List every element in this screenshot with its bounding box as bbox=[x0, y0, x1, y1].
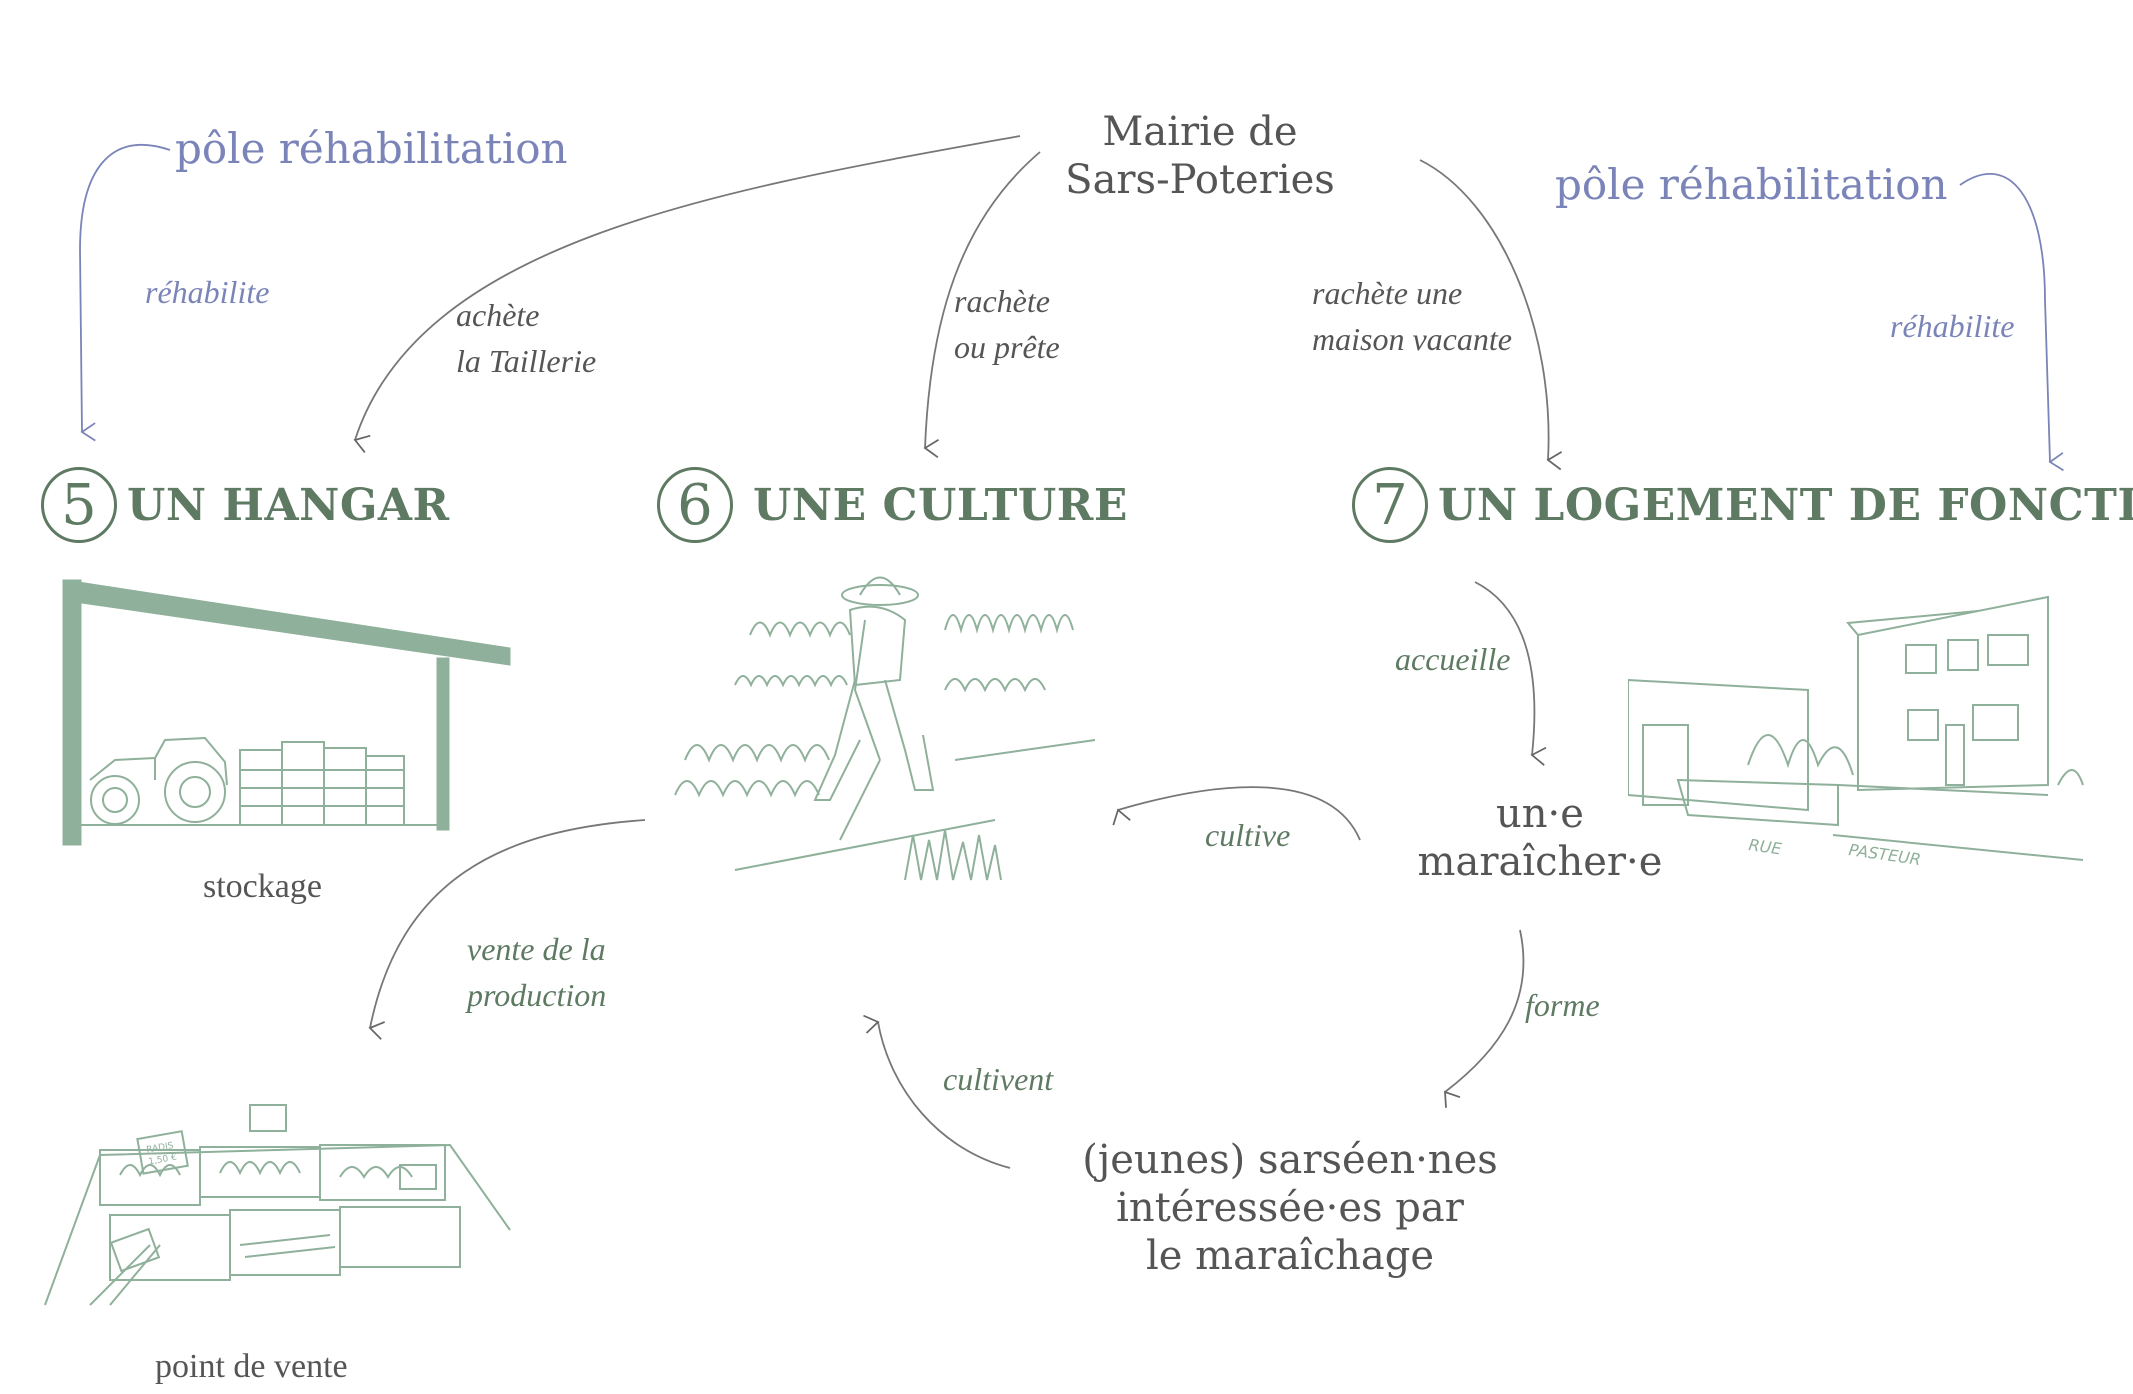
verb-achete-line2: la Taillerie bbox=[456, 343, 597, 379]
logement-illustration: RUE PASTEUR bbox=[1628, 595, 2084, 869]
market-sign-text-1: RADIS bbox=[146, 1141, 175, 1156]
actor-maraicher-line1: un·e bbox=[1496, 791, 1584, 837]
caption-stockage: stockage bbox=[203, 868, 322, 905]
arrow-vente bbox=[368, 819, 646, 1040]
actor-maraicher-line2: maraîcher·e bbox=[1417, 839, 1663, 885]
arrow-cultive bbox=[1112, 786, 1361, 841]
arrow-mairie-hangar bbox=[353, 135, 1021, 454]
arrow-mairie-logement bbox=[1419, 159, 1563, 471]
actor-mairie-line1: Mairie de bbox=[1102, 109, 1298, 155]
section-title-logement: UN LOGEMENT DE FONCTION bbox=[1438, 479, 2133, 531]
verb-vente-line2: production bbox=[467, 977, 607, 1013]
pole-rehabilitation-right: pôle réhabilitation bbox=[1555, 160, 1948, 209]
arrow-accueille bbox=[1474, 581, 1547, 766]
section-title-hangar: UN HANGAR bbox=[127, 479, 450, 531]
section-title-culture: UNE CULTURE bbox=[753, 479, 1128, 531]
arrow-pole-left bbox=[79, 144, 171, 442]
verb-rachete-maison-line1: rachète une bbox=[1312, 275, 1463, 311]
verb-vente: vente de la production bbox=[467, 926, 606, 1018]
caption-point-de-vente: point de vente bbox=[155, 1348, 348, 1385]
arrow-pole-right bbox=[1959, 173, 2064, 472]
verb-rachete-prete: rachète ou prête bbox=[954, 278, 1060, 370]
verb-rachete-prete-line1: rachète bbox=[954, 283, 1050, 319]
market-illustration: RADIS 1,50 € bbox=[44, 1104, 511, 1306]
actor-jeunes-line2: intéressée·es par bbox=[1116, 1185, 1464, 1231]
actor-jeunes-line3: le maraîchage bbox=[1145, 1233, 1434, 1279]
section-logement: 7 UN LOGEMENT DE FONCTION bbox=[1352, 467, 2133, 543]
verb-rachete-maison: rachète une maison vacante bbox=[1312, 270, 1512, 362]
street-label-rue: RUE bbox=[1747, 835, 1783, 859]
actor-mairie: Mairie de Sars-Poteries bbox=[1040, 108, 1360, 204]
verb-forme: forme bbox=[1525, 987, 1600, 1023]
actor-maraicher: un·e maraîcher·e bbox=[1380, 790, 1700, 886]
verb-cultivent: cultivent bbox=[943, 1061, 1054, 1097]
verb-rehabilite-right: réhabilite bbox=[1890, 308, 2015, 344]
verb-achete: achète la Taillerie bbox=[456, 292, 596, 384]
hangar-illustration bbox=[62, 579, 511, 846]
verb-achete-line1: achète bbox=[456, 297, 540, 333]
verb-rehabilite-left: réhabilite bbox=[145, 274, 270, 310]
verb-rachete-maison-line2: maison vacante bbox=[1312, 321, 1512, 357]
actor-mairie-line2: Sars-Poteries bbox=[1065, 157, 1335, 203]
arrow-forme bbox=[1444, 929, 1525, 1108]
street-label-pasteur: PASTEUR bbox=[1847, 840, 1922, 869]
section-number-6: 6 bbox=[657, 467, 733, 543]
actor-jeunes: (jeunes) sarséen·nes intéressée·es par l… bbox=[1040, 1136, 1540, 1280]
verb-accueille: accueille bbox=[1395, 641, 1511, 677]
pole-rehabilitation-left: pôle réhabilitation bbox=[175, 124, 568, 173]
section-hangar: 5 UN HANGAR bbox=[41, 467, 450, 543]
arrow-mairie-culture bbox=[923, 151, 1041, 459]
section-number-5: 5 bbox=[41, 467, 117, 543]
arrow-cultivent bbox=[863, 1014, 1011, 1169]
market-sign-text-2: 1,50 € bbox=[148, 1153, 178, 1168]
section-culture: 6 UNE CULTURE bbox=[657, 467, 1128, 543]
verb-vente-line1: vente de la bbox=[467, 931, 606, 967]
section-number-7: 7 bbox=[1352, 467, 1428, 543]
verb-cultive: cultive bbox=[1205, 817, 1291, 853]
verb-rachete-prete-line2: ou prête bbox=[954, 329, 1060, 365]
actor-jeunes-line1: (jeunes) sarséen·nes bbox=[1082, 1137, 1498, 1183]
culture-illustration bbox=[674, 576, 1096, 881]
